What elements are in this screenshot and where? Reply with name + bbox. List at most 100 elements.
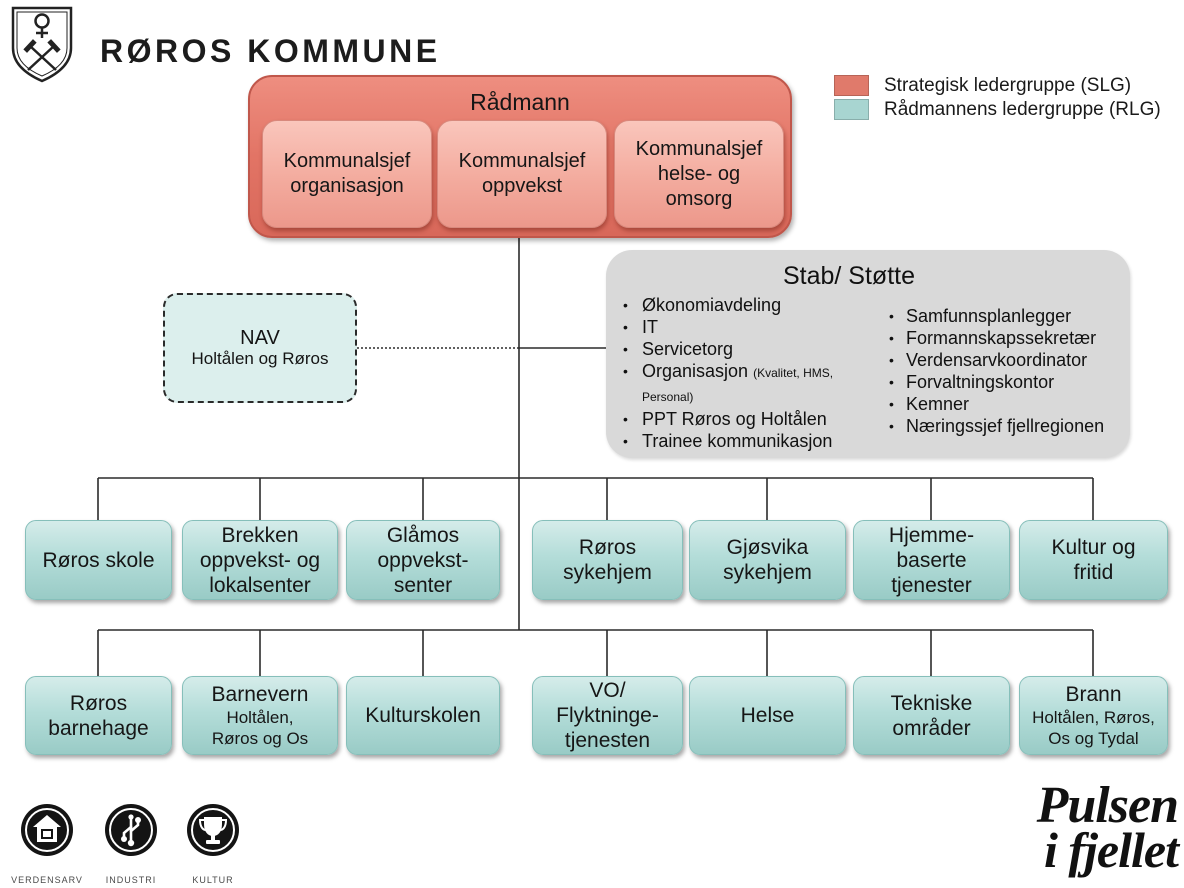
box-line: baserte <box>896 548 967 572</box>
stab-item-note: (Kvalitet, HMS, Personal) <box>642 366 834 404</box>
box-line: omsorg <box>665 187 733 210</box>
stab-list-left: Økonomiavdeling IT Servicetorg Organisas… <box>620 294 876 452</box>
brand-logo-line: Pulsen <box>1036 777 1179 834</box>
unit-hjemmebaserte-tjenester: Hjemme- baserte tjenester <box>853 520 1010 600</box>
box-subline: Holtålen, Røros, <box>1032 708 1155 727</box>
stab-item: Servicetorg <box>620 338 876 360</box>
organization-name: RØROS KOMMUNE <box>100 33 441 69</box>
unit-vo-flyktningetjenesten: VO/ Flyktninge- tjenesten <box>532 676 683 755</box>
unit-barnevern: Barnevern Holtålen, Røros og Os <box>182 676 338 755</box>
box-line: Barnevern <box>211 683 309 706</box>
box-line: tjenester <box>891 573 972 597</box>
box-line: Kulturskolen <box>365 704 481 727</box>
stab-item: Trainee kommunikasjon <box>620 430 876 452</box>
box-line: barnehage <box>48 716 149 740</box>
stab-title: Stab/ Støtte <box>782 262 915 290</box>
stab-item-label: PPT Røros og Holtålen <box>642 409 827 429</box>
legend-label-rlg: Rådmannens ledergruppe (RLG) <box>884 99 1161 120</box>
stab-item: Forvaltningskontor <box>886 371 1122 393</box>
stab-item: Næringssjef fjellregionen <box>886 415 1122 437</box>
unit-gjosvika-sykehjem: Gjøsvika sykehjem <box>689 520 846 600</box>
box-line: Røros skole <box>42 548 155 572</box>
box-line: lokalsenter <box>209 573 311 597</box>
box-line: Hjemme- <box>888 523 975 547</box>
box-line: Flyktninge- <box>556 704 659 727</box>
stab-item: PPT Røros og Holtålen <box>620 408 876 430</box>
stab-item-label: Formannskapssekretær <box>906 328 1097 348</box>
box-line: oppvekst <box>481 175 563 197</box>
legend-label-slg: Strategisk ledergruppe (SLG) <box>884 75 1132 96</box>
kommunalsjef-helse-omsorg-box: Kommunalsjef helse- og omsorg <box>614 120 784 228</box>
box-line: Gjøsvika <box>726 536 809 559</box>
kommunalsjef-organisasjon-box: Kommunalsjef organisasjon <box>262 120 432 228</box>
box-subline: Holtålen, <box>226 708 294 727</box>
badge-kultur: KULTUR <box>173 803 253 885</box>
radmann-box: Rådmann Kommunalsjef organisasjon Kommun… <box>248 75 792 238</box>
brand-logo-line: i fjellet <box>1044 822 1179 878</box>
stab-item-label: Forvaltningskontor <box>906 372 1055 392</box>
kommunalsjef-oppvekst-box: Kommunalsjef oppvekst <box>437 120 607 228</box>
radmann-title: Rådmann <box>470 89 570 115</box>
box-subline: Røros og Os <box>211 729 309 748</box>
circuit-icon <box>105 804 157 856</box>
unit-glamos: Glåmos oppvekst- senter <box>346 520 500 600</box>
box-line: oppvekst- og <box>199 548 321 572</box>
box-subline: Os og Tydal <box>1048 729 1139 748</box>
box-line: Kultur og <box>1051 536 1136 559</box>
box-line: oppvekst- <box>377 548 469 572</box>
box-line: Brann <box>1065 683 1122 706</box>
coat-of-arms-icon <box>11 6 73 83</box>
stab-item: Samfunnsplanlegger <box>886 305 1122 327</box>
box-line: Røros <box>69 691 128 715</box>
stab-item-label: Samfunnsplanlegger <box>906 306 1072 326</box>
box-line: organisasjon <box>290 175 404 197</box>
box-line: områder <box>892 716 971 740</box>
box-line: sykehjem <box>723 561 812 584</box>
legend-swatch-rlg <box>834 99 869 120</box>
box-line: VO/ <box>589 679 626 702</box>
badge-label: VERDENSARV <box>11 875 83 885</box>
box-line: Røros <box>578 536 637 559</box>
stab-item-label: IT <box>642 317 658 337</box>
unit-tekniske-omrader: Tekniske områder <box>853 676 1010 755</box>
stab-item: Verdensarvkoordinator <box>886 349 1122 371</box>
unit-roros-skole: Røros skole <box>25 520 172 600</box>
nav-box: NAV Holtålen og Røros <box>163 293 357 403</box>
box-line: Kommunalsjef <box>458 150 586 172</box>
stab-item-label: Økonomiavdeling <box>642 295 782 315</box>
box-line: Brekken <box>221 523 299 547</box>
unit-brann: Brann Holtålen, Røros, Os og Tydal <box>1019 676 1168 755</box>
nav-subtitle: Holtålen og Røros <box>191 349 329 368</box>
nav-title: NAV <box>240 327 280 349</box>
box-line: sykehjem <box>563 561 652 584</box>
box-line: Kommunalsjef <box>283 150 411 172</box>
box-line: fritid <box>1073 561 1114 584</box>
stab-item: Økonomiavdeling <box>620 294 876 316</box>
trophy-icon <box>187 804 239 856</box>
unit-kulturskolen: Kulturskolen <box>346 676 500 755</box>
stab-item-label: Kemner <box>906 394 970 414</box>
badge-label: INDUSTRI <box>105 875 157 885</box>
unit-roros-sykehjem: Røros sykehjem <box>532 520 683 600</box>
stab-item-label: Næringssjef fjellregionen <box>906 416 1105 436</box>
box-line: Glåmos <box>386 523 460 547</box>
box-line: Kommunalsjef <box>635 137 763 160</box>
box-line: Tekniske <box>890 691 973 715</box>
legend-swatch-slg <box>834 75 869 96</box>
badge-industri: INDUSTRI <box>91 803 171 885</box>
box-line: senter <box>393 573 453 597</box>
stab-stotte-box: Stab/ Støtte Økonomiavdeling IT Servicet… <box>606 250 1130 458</box>
stab-item-label: Servicetorg <box>642 339 734 359</box>
unit-helse: Helse <box>689 676 846 755</box>
badge-label: KULTUR <box>192 875 234 885</box>
stab-item: Organisasjon (Kvalitet, HMS, Personal) <box>620 360 876 408</box>
unit-kultur-og-fritid: Kultur og fritid <box>1019 520 1168 600</box>
stab-item: IT <box>620 316 876 338</box>
stab-item-label: Organisasjon <box>642 361 749 381</box>
house-icon <box>21 804 73 856</box>
badge-verdensarv: VERDENSARV <box>7 803 87 885</box>
stab-item-label: Trainee kommunikasjon <box>642 431 833 451</box>
stab-list-right: Samfunnsplanlegger Formannskapssekretær … <box>886 305 1122 437</box>
box-line: helse- og <box>657 162 741 185</box>
